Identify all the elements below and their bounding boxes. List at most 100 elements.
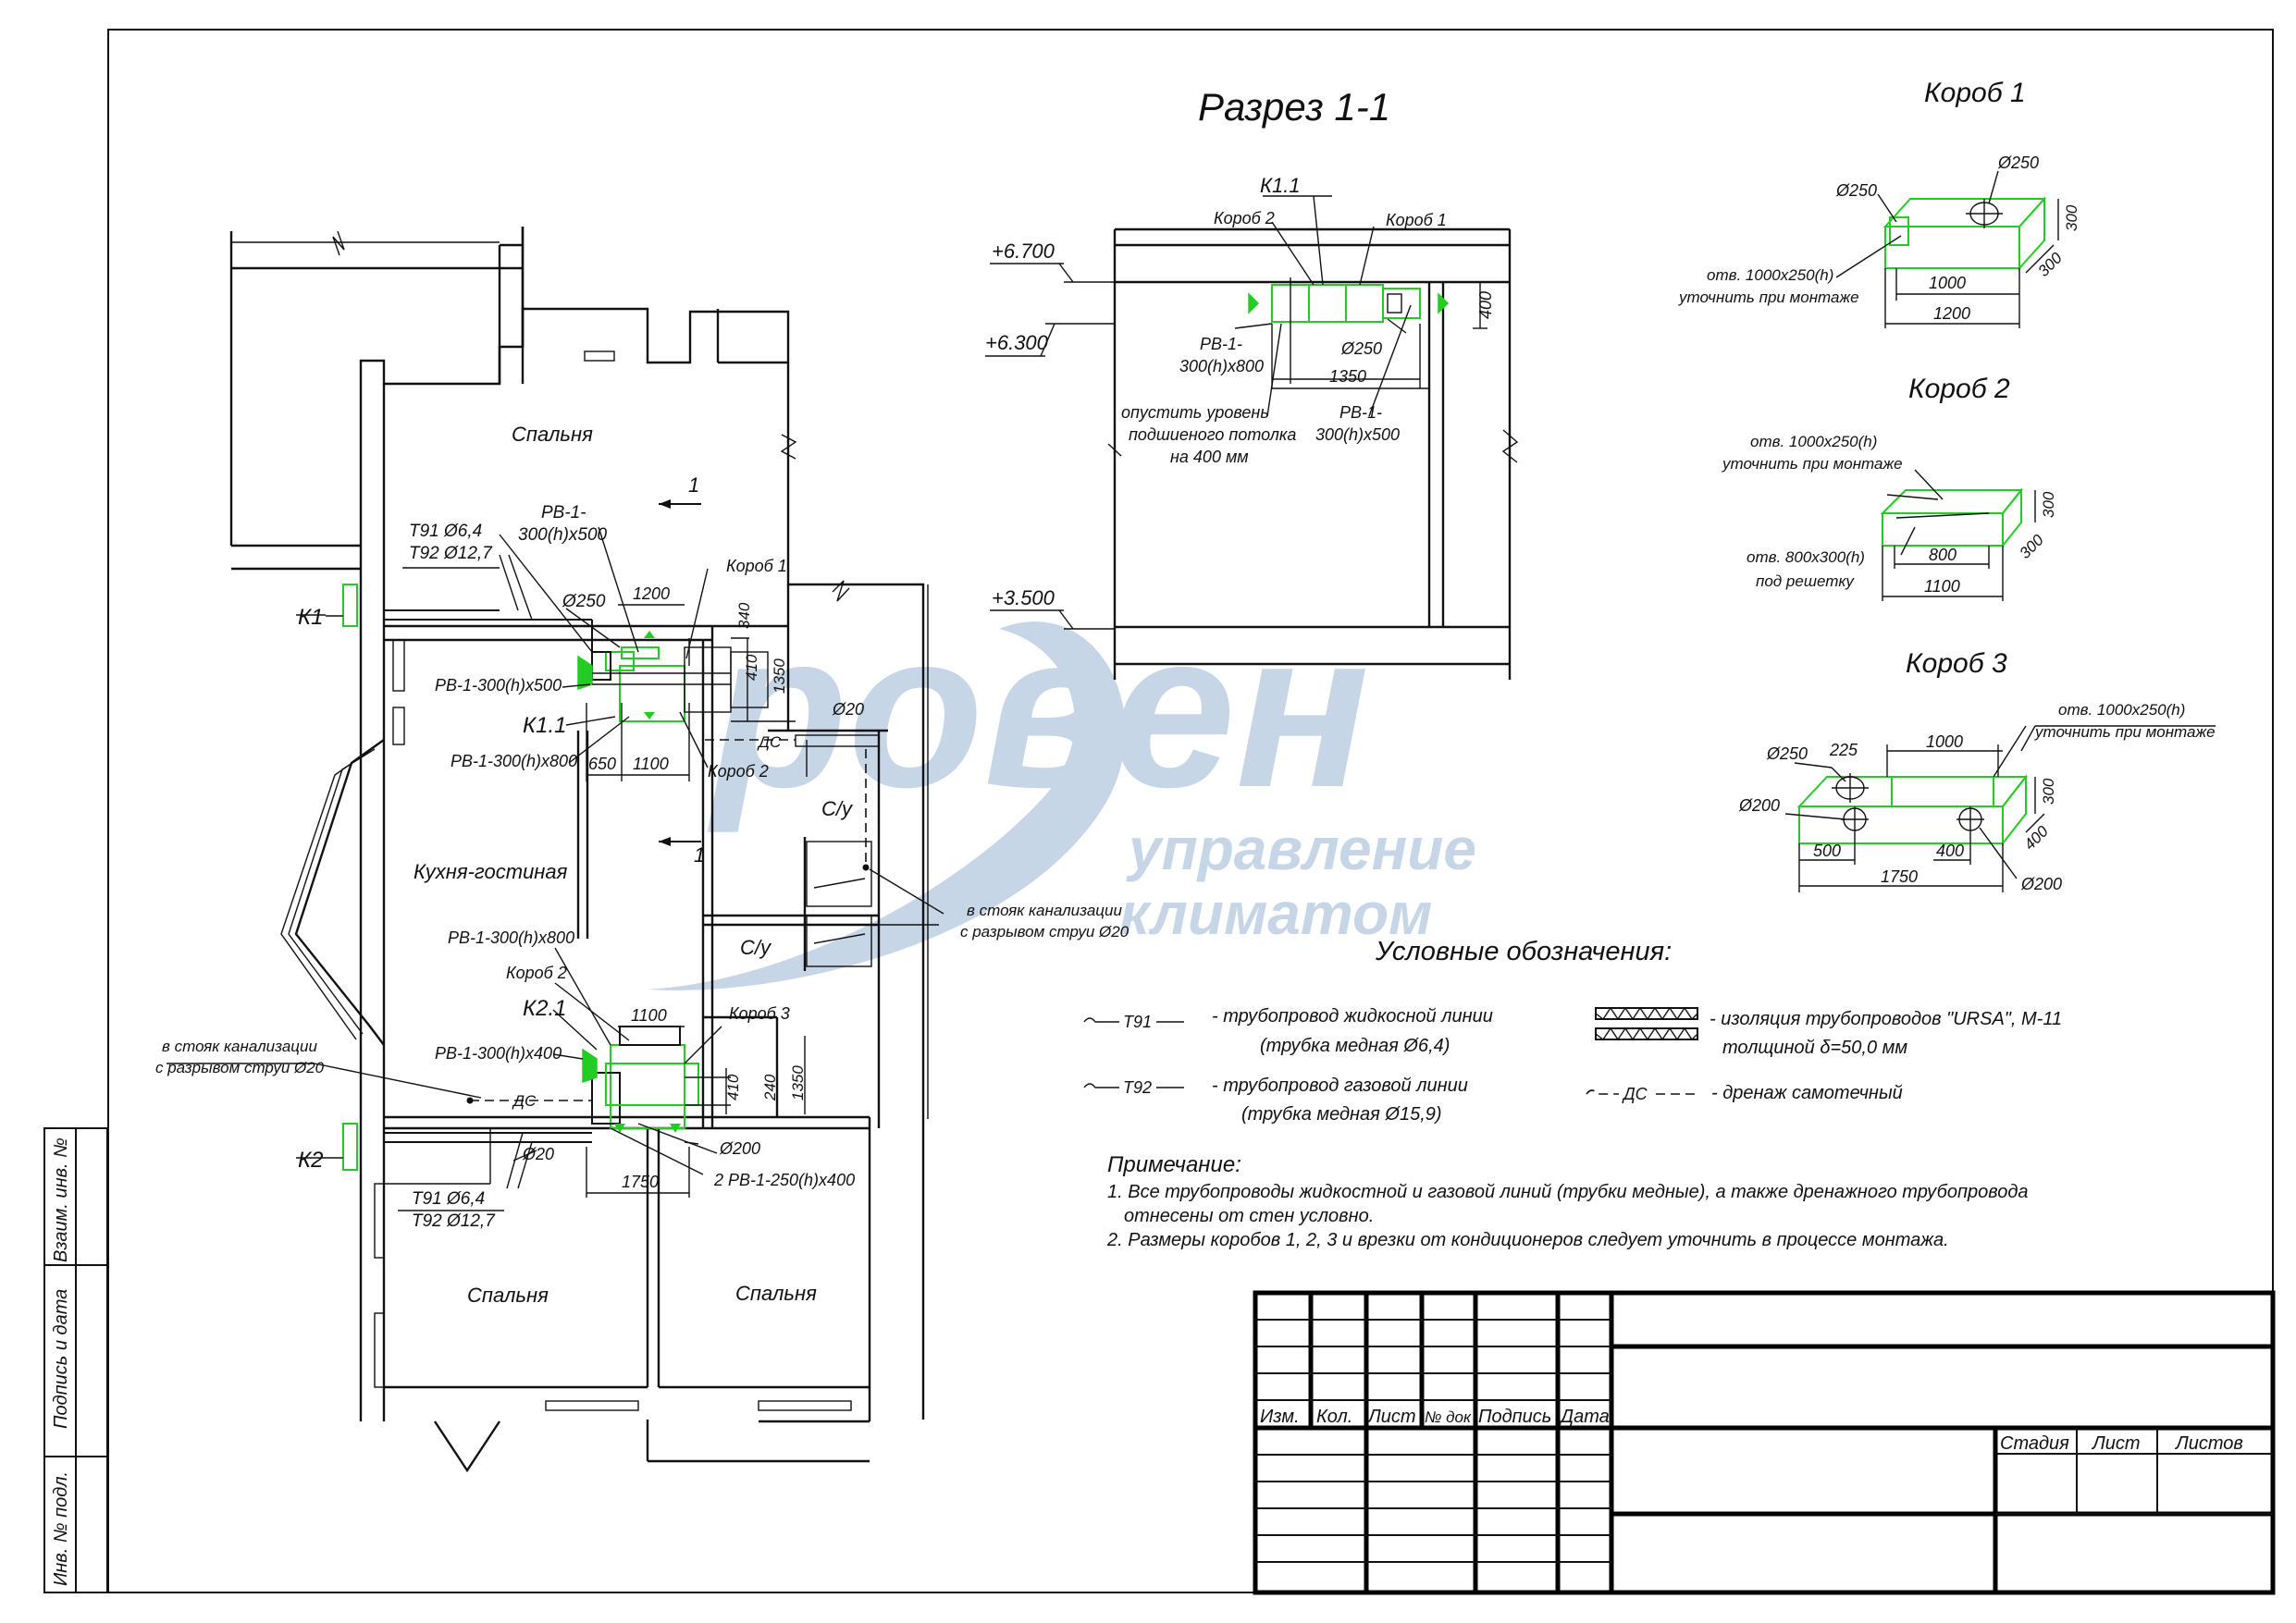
plan-rv-d: РВ-1-300(h)x800 — [448, 928, 574, 947]
plan-d1100a: 1100 — [633, 755, 669, 773]
side-vzam: Взаим. инв. № — [51, 1137, 71, 1262]
section-korob1: Короб 1 — [1386, 211, 1447, 229]
watermark-line2: климатом — [1119, 880, 1432, 947]
korob3-title: Короб 3 — [1906, 648, 2007, 679]
plan-bedroom3: Спальня — [735, 1282, 817, 1305]
notes-n1b: отнесены от стен условно. — [1124, 1206, 1374, 1226]
plan-korob1: Короб 1 — [726, 557, 787, 575]
section-rv1: РВ-1- — [1200, 335, 1242, 353]
plan-k1: К1 — [298, 605, 324, 630]
korob2-title: Короб 2 — [1908, 374, 2010, 404]
plan-d250: Ø250 — [562, 592, 606, 611]
legend-ins-desc2: толщиной δ=50,0 мм — [1722, 1038, 1907, 1058]
plan-d650: 650 — [588, 755, 616, 773]
plan-d340: 340 — [735, 602, 753, 629]
plan-d20a: Ø20 — [832, 700, 864, 719]
stamp-listov: Листов — [2174, 1433, 2243, 1454]
korob2-otv3: отв. 800x300(h) — [1747, 548, 1865, 566]
legend-t91: Т91 — [1123, 1013, 1152, 1031]
plan-su1: С/у — [821, 797, 854, 820]
section-duct — [1271, 284, 1384, 323]
plan-riser2a: в стояк канализации — [162, 1038, 317, 1055]
korob3-d400b: 400 — [2020, 822, 2052, 854]
korob1-otv1: отв. 1000x250(h) — [1707, 266, 1833, 284]
korob3-d200a: Ø200 — [1738, 796, 1780, 815]
legend-t92: Т92 — [1123, 1078, 1152, 1097]
section-d250: Ø250 — [1340, 339, 1382, 358]
floor-plan: 1 1 — [155, 227, 1129, 1473]
korob3-d1750: 1750 — [1881, 867, 1918, 886]
legend-t91-desc1: - трубопровод жидкосной линии — [1212, 1006, 1493, 1027]
korob2-otv2: уточнить при монтаже — [1722, 455, 1903, 473]
section-k11: К1.1 — [1260, 174, 1301, 197]
plan-d1100b: 1100 — [631, 1006, 667, 1025]
korob3-otv2: уточнить при монтаже — [2034, 723, 2216, 741]
title-block: Изм. Кол. Лист № док Подпись Дата Стадия… — [1253, 1290, 2276, 1595]
plan-t91b: Т91 Ø6,4 — [412, 1189, 485, 1209]
korob3-d400a: 400 — [1936, 842, 1964, 860]
korob2-detail: Короб 2 отв. 1000x250(h) уточнить при мо… — [1722, 374, 2057, 601]
ac-unit-k1 — [342, 584, 358, 627]
watermark-swoosh — [648, 621, 1126, 990]
legend-title: Условные обозначения: — [1375, 937, 1672, 966]
korob1-otv2: уточнить при монтаже — [1678, 289, 1859, 306]
watermark-brand: ровен — [707, 585, 1370, 833]
plan-kitchen: Кухня-гостиная — [414, 860, 568, 883]
plan-d1200: 1200 — [633, 584, 670, 603]
korob3-d200b: Ø200 — [2020, 875, 2062, 893]
box-lower-outline — [610, 1044, 685, 1129]
plan-ds2: ДС — [512, 1092, 537, 1110]
plan-bedroom2: Спальня — [467, 1284, 549, 1307]
plan-riser2b: с разрывом струи Ø20 — [155, 1059, 325, 1076]
legend-ds: ДС — [1622, 1085, 1648, 1103]
plan-k11: К1.1 — [523, 713, 567, 738]
plan-k21: К2.1 — [523, 996, 567, 1021]
side-podpis: Подпись и дата — [51, 1289, 71, 1429]
legend-t92-desc1: - трубопровод газовой линии — [1212, 1076, 1468, 1096]
plan-korob2a: Короб 2 — [708, 762, 769, 781]
korob2-d800: 800 — [1929, 546, 1957, 564]
korob2-d300b: 300 — [2016, 531, 2047, 562]
plan-riser1a: в стояк канализации — [967, 902, 1122, 919]
plan-k2: К2 — [298, 1148, 324, 1173]
notes: Примечание: 1. Все трубопроводы жидкостн… — [1106, 1152, 2029, 1250]
plan-korob2b: Короб 2 — [506, 964, 567, 982]
section-dim1350: 1350 — [1329, 367, 1366, 386]
section-note1: опустить уровень — [1121, 403, 1269, 422]
korob3-detail: Короб 3 отв. 1000x250(h) ут — [1738, 648, 2216, 893]
legend-t91-desc2: (трубка медная Ø6,4) — [1260, 1036, 1450, 1056]
section-note2: подшиеного потолка — [1129, 425, 1296, 444]
plan-d1350b: 1350 — [789, 1065, 807, 1100]
plan-ds1: ДС — [757, 733, 782, 751]
korob1-d300a: 300 — [2063, 204, 2080, 231]
korob1-title: Короб 1 — [1924, 78, 2026, 108]
plan-d410a: 410 — [743, 654, 760, 681]
notes-title: Примечание: — [1107, 1152, 1241, 1177]
plan-riser1b: с разрывом струи Ø20 — [960, 923, 1129, 941]
korob3-d1000: 1000 — [1926, 732, 1963, 751]
plan-rv-c: РВ-1-300(h)x800 — [451, 752, 577, 770]
plan-korob3: Короб 3 — [729, 1004, 790, 1023]
section-note3: на 400 мм — [1170, 448, 1249, 466]
plan-cut1: 1 — [688, 473, 699, 497]
section-title: Разрез 1-1 — [1198, 85, 1390, 129]
legend-ds-desc: - дренаж самотечный — [1711, 1083, 1903, 1103]
stamp-izm: Изм. — [1260, 1407, 1300, 1427]
plan-d1350a: 1350 — [771, 658, 788, 694]
side-inv: Инв. № подл. — [51, 1471, 71, 1586]
notes-n1a: 1. Все трубопроводы жидкостной и газовой… — [1107, 1182, 2029, 1202]
stamp-podpis: Подпись — [1478, 1407, 1551, 1427]
plan-rv-b: РВ-1-300(h)x500 — [435, 676, 562, 695]
notes-n2: 2. Размеры коробов 1, 2, 3 и врезки от к… — [1106, 1230, 1949, 1250]
korob1-d300b: 300 — [2034, 249, 2066, 280]
plan-cut2: 1 — [694, 843, 705, 867]
plan-rv-a2: 300(h)x500 — [518, 525, 608, 545]
section-lvl3: +3.500 — [992, 586, 1055, 609]
plan-d200: Ø200 — [719, 1139, 760, 1158]
korob1-d250b: Ø250 — [1997, 154, 2039, 172]
section-rv2b: 300(h)x500 — [1315, 425, 1400, 444]
stamp-list2: Лист — [2091, 1433, 2141, 1454]
stamp-ndok: № док — [1425, 1408, 1472, 1426]
title-block-frame — [1253, 1290, 2276, 1595]
